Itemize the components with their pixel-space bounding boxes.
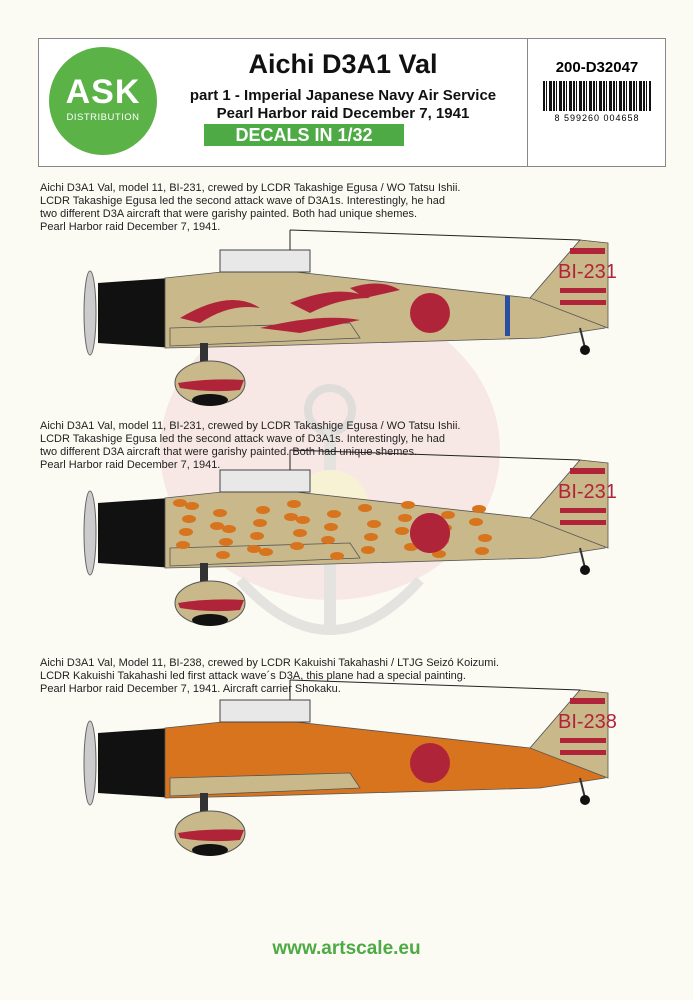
tail-code: BI-231 — [558, 261, 617, 283]
propeller — [83, 490, 97, 576]
logo-subtext: DISTRIBUTION — [66, 112, 140, 123]
tail-wheel — [579, 327, 590, 355]
tail-wheel — [579, 777, 590, 805]
desc-line: Aichi D3A1 Val, model 11, BI-231, crewed… — [40, 420, 461, 432]
scale-banner: DECALS IN 1/32 SCALE — [204, 124, 404, 167]
landing-gear-spat — [174, 343, 246, 406]
desc-line: Aichi D3A1 Val, Model 11, BI-238, crewed… — [40, 657, 499, 669]
engine-cowling — [98, 498, 175, 568]
tail-stripe — [560, 750, 606, 755]
profile-3-description: Aichi D3A1 Val, Model 11, BI-238, crewed… — [40, 657, 499, 696]
tail-code: BI-238 — [558, 711, 617, 733]
subtitle-2: Pearl Harbor raid December 7, 1941 — [216, 105, 470, 122]
canopy — [219, 699, 311, 723]
canopy — [219, 469, 311, 493]
fuselage-band — [505, 296, 510, 336]
landing-gear-spat — [174, 793, 246, 856]
barcode — [543, 81, 651, 111]
desc-line: two different D3A aircraft that were gar… — [40, 446, 418, 458]
antenna-wire — [289, 449, 581, 461]
tail-fin — [529, 239, 609, 329]
divider — [527, 39, 528, 166]
tail-stripe — [570, 248, 605, 254]
aircraft-profile-3: BI-238 — [83, 679, 617, 856]
tail-stripe — [560, 520, 606, 525]
website-url[interactable]: www.artscale.eu — [272, 938, 421, 959]
propeller — [83, 270, 97, 356]
hinomaru — [410, 293, 450, 333]
profile-2-description: Aichi D3A1 Val, model 11, BI-231, crewed… — [40, 420, 460, 472]
flame-camouflage — [180, 283, 400, 333]
page-title: Aichi D3A1 Val — [248, 49, 438, 79]
desc-line: Pearl Harbor raid December 7, 1941. — [40, 221, 221, 233]
aircraft-profile-2: BI-231 — [83, 449, 617, 626]
tail-stripe — [570, 468, 605, 474]
aircraft-profile-1: BI-231 — [83, 229, 617, 406]
tail-wheel — [579, 547, 590, 575]
desc-line: Pearl Harbor raid December 7, 1941. — [40, 459, 221, 471]
tail-stripe — [560, 288, 606, 293]
tail-stripe — [560, 508, 606, 513]
desc-line: LCDR Kakuishi Takahashi led first attack… — [40, 670, 466, 682]
landing-gear-spat — [174, 563, 246, 626]
antenna-wire — [289, 229, 581, 241]
header-box: ASK DISTRIBUTION Aichi D3A1 Val part 1 -… — [38, 38, 666, 167]
desc-line: two different D3A aircraft that were gar… — [40, 208, 418, 220]
profile-1-description: Aichi D3A1 Val, model 11, BI-231, crewed… — [40, 182, 460, 234]
wing — [169, 772, 361, 797]
tail-stripe — [570, 698, 605, 704]
antenna-wire — [289, 679, 581, 691]
tail-stripe — [560, 300, 606, 305]
logo-text: ASK — [65, 73, 141, 111]
product-code: 200-D32047 — [555, 59, 639, 76]
tail-stripe — [560, 738, 606, 743]
mottle-camouflage — [173, 499, 492, 560]
engine-cowling — [98, 728, 175, 798]
tail-fin — [529, 459, 609, 549]
propeller — [83, 720, 97, 806]
desc-line: Pearl Harbor raid December 7, 1941. Airc… — [40, 683, 341, 695]
desc-line: LCDR Takashige Egusa led the second atta… — [40, 433, 445, 445]
subtitle: part 1 - Imperial Japanese Navy Air Serv… — [189, 87, 497, 104]
ask-logo: ASK DISTRIBUTION — [49, 47, 157, 155]
tail-fin — [529, 689, 609, 779]
barcode-number: 8 599260 004658 — [554, 113, 640, 123]
hinomaru — [410, 513, 450, 553]
tail-code: BI-231 — [558, 481, 617, 503]
canopy — [219, 249, 311, 273]
hinomaru — [410, 743, 450, 783]
desc-line: Aichi D3A1 Val, model 11, BI-231, crewed… — [40, 182, 461, 194]
desc-line: LCDR Takashige Egusa led the second atta… — [40, 195, 445, 207]
engine-cowling — [98, 278, 175, 348]
